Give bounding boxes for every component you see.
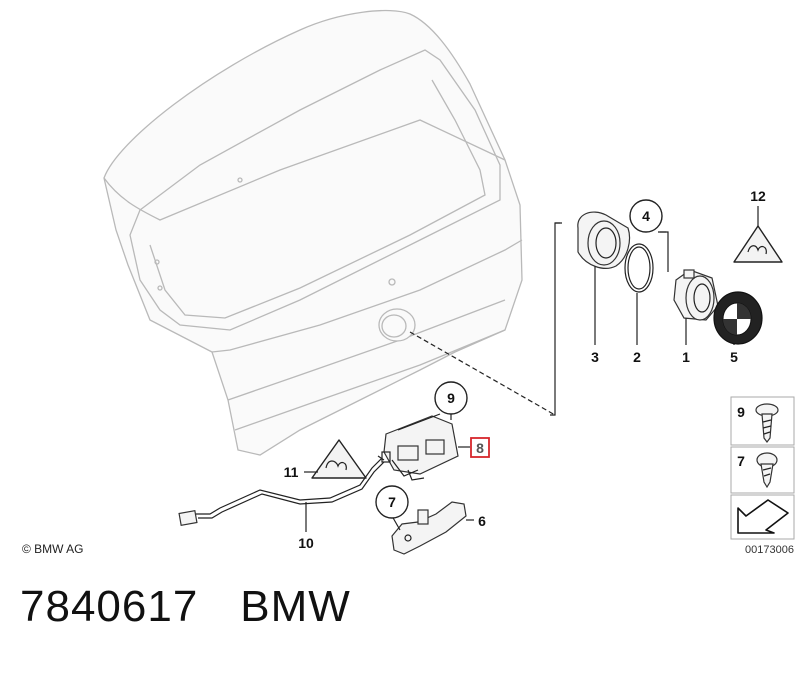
legend-9-label: 9 (737, 404, 745, 420)
leader-lines (409, 222, 562, 416)
callout-9-top: 9 (434, 381, 468, 415)
callout-7: 7 (375, 485, 409, 519)
part-caption: 7840617 BMW (20, 582, 393, 632)
brand-name: BMW (240, 582, 351, 631)
callout-6-label: 6 (478, 513, 486, 529)
highlight-box (470, 437, 490, 458)
bmw-roundel-part-5 (713, 291, 763, 345)
release-cable-part-10 (178, 455, 385, 532)
callout-12-label: 12 (750, 188, 766, 204)
callout-9-label: 9 (447, 390, 455, 406)
callout-10-label: 10 (298, 535, 314, 551)
callout-5-label: 5 (730, 349, 738, 365)
copyright-text: © BMW AG (22, 542, 84, 556)
warning-label-part-11 (304, 439, 367, 479)
emblem-bracket-part-3 (577, 211, 631, 345)
drawing-number: 00173006 (745, 544, 794, 556)
callout-11-label: 11 (284, 464, 299, 480)
callout-1-label: 1 (682, 349, 690, 365)
striker-bracket-part-6 (391, 501, 474, 555)
callout-8-label: 8 (476, 440, 484, 456)
direction-arrow-icon (737, 499, 789, 534)
part-number: 7840617 (20, 582, 199, 631)
callout-3-label: 3 (591, 349, 599, 365)
seal-ring-part-2 (624, 243, 654, 345)
callout-8-highlight: 8 (470, 437, 490, 458)
leader-4b (658, 231, 669, 272)
bolt-icon (755, 403, 779, 443)
callout-7-label: 7 (388, 494, 396, 510)
fastener-legend: 9 7 (730, 396, 795, 540)
callout-2-label: 2 (633, 349, 641, 365)
lock-mechanism-part-8 (381, 410, 470, 481)
tailgate-outline (103, 9, 523, 456)
screw-icon (756, 452, 778, 489)
callout-4: 4 (629, 199, 663, 233)
callout-4-label: 4 (642, 208, 650, 224)
warning-label-part-12 (733, 206, 783, 263)
emblem-housing-part-1 (673, 269, 719, 345)
legend-7-label: 7 (737, 453, 745, 469)
